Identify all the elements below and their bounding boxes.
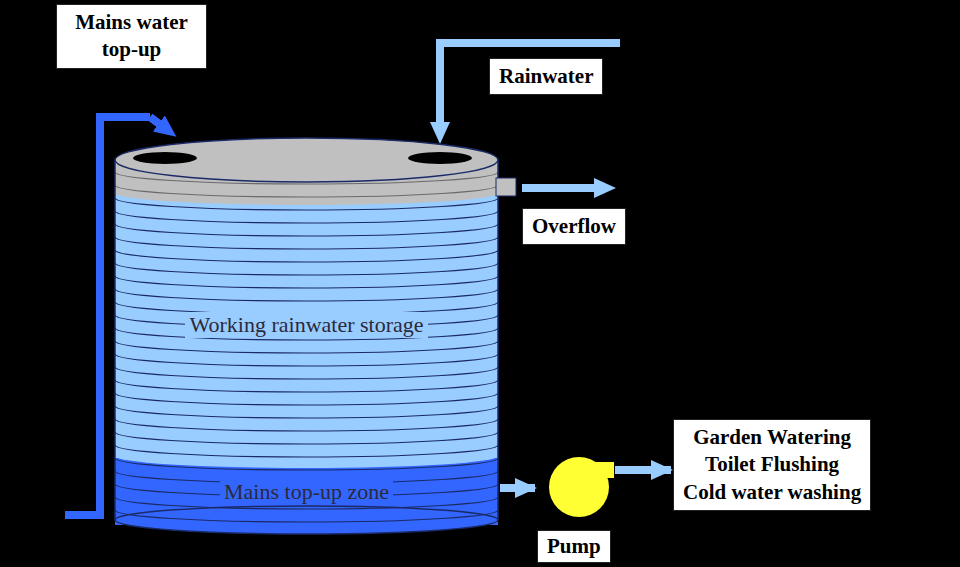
box-label: Mains water top-up [66, 9, 197, 64]
zone-label: Working rainwater storage [185, 312, 427, 338]
tank-rib [115, 354, 498, 366]
tank-rib [115, 211, 498, 223]
zone-band: Mains top-up zone [115, 460, 498, 524]
mains-pipe-arrow [150, 117, 162, 126]
inlet-hole [133, 152, 197, 164]
pump-label-box: Pump [537, 530, 611, 563]
tank-rib [115, 224, 498, 236]
tank-rib [115, 406, 498, 418]
tank-rib [115, 263, 498, 275]
zone-label: Mains top-up zone [220, 479, 393, 505]
tank-rib [115, 250, 498, 262]
tank-rib [115, 458, 498, 470]
box-label: Cold water washing [683, 479, 861, 506]
tank-rib [115, 432, 498, 444]
label-box: Overflow [522, 208, 626, 245]
tank-rib [115, 185, 498, 197]
overflow-nozzle [496, 178, 516, 196]
box-label: Overflow [532, 213, 616, 240]
flow-arrow [500, 484, 535, 492]
pump-body [549, 457, 609, 517]
outlet-box: Garden WateringToilet FlushingCold water… [673, 419, 871, 511]
tank-storage-bottom [115, 444, 498, 468]
tank-ribs [115, 172, 498, 522]
tank-rib [115, 380, 498, 392]
box-label: Garden Watering [683, 424, 861, 451]
tank-side [497, 160, 499, 520]
tank-storage [115, 190, 498, 458]
tank-rib [115, 198, 498, 210]
tank-rib [115, 237, 498, 249]
rain-pipe [440, 43, 620, 126]
pump: Pump [537, 455, 613, 563]
tank-rib [115, 445, 498, 457]
tank-rib [115, 419, 498, 431]
box-label: Rainwater [499, 63, 593, 90]
tank-rib [115, 510, 498, 522]
tank-rib [115, 393, 498, 405]
tank-side [114, 160, 116, 520]
tank-bottom [115, 506, 498, 534]
label-box: Mains water top-up [56, 4, 207, 69]
tank-lid [115, 138, 498, 182]
tank-rib [115, 341, 498, 353]
tank-rib [115, 367, 498, 379]
tank-rib [115, 276, 498, 288]
box-label: Toilet Flushing [683, 451, 861, 478]
pump-label: Pump [547, 533, 601, 560]
tank-rib [115, 289, 498, 301]
flow-arrow [615, 466, 671, 474]
storage-band: Working rainwater storage [115, 200, 498, 450]
overflow-arrow [522, 184, 598, 192]
tank-top-band-bottom [115, 181, 498, 205]
label-box: Rainwater [489, 58, 603, 95]
inlet-hole [408, 152, 472, 164]
